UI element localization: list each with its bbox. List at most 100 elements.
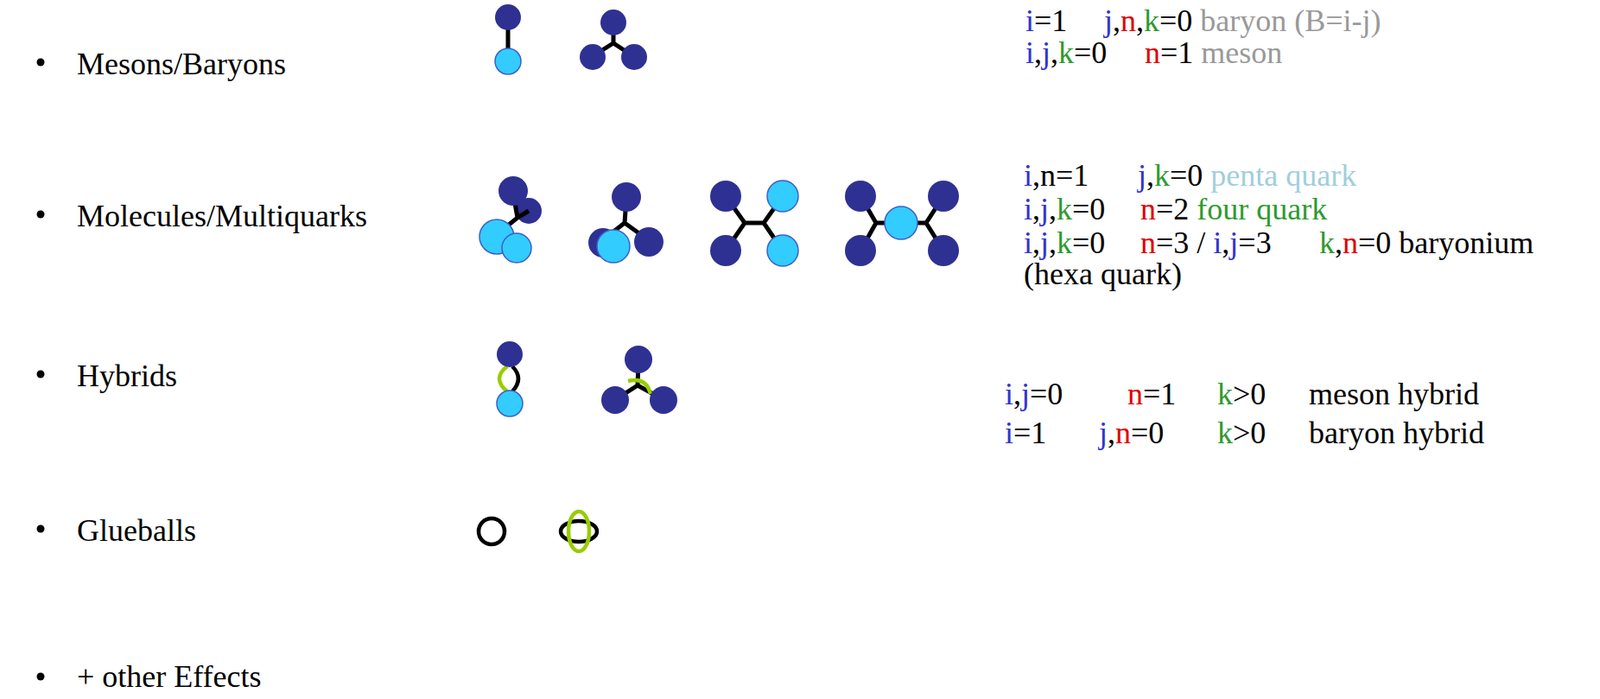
quark-dark bbox=[495, 4, 521, 31]
bullet-dot bbox=[37, 210, 45, 219]
meson-figure bbox=[495, 4, 521, 75]
formula-term: =1 bbox=[1034, 4, 1067, 38]
formula-term: ,n=1 bbox=[1032, 158, 1089, 192]
formula-line: i,j=0n=1k>0meson hybrid bbox=[1004, 377, 1480, 411]
formula-term: >0 bbox=[1232, 377, 1266, 411]
quark-dark bbox=[710, 180, 742, 212]
pentaquark-figure bbox=[479, 176, 542, 263]
formula-term: k bbox=[1056, 226, 1073, 260]
formula-term: , bbox=[1107, 416, 1116, 450]
quark-dark bbox=[600, 9, 627, 36]
row-title: Mesons/Baryons bbox=[76, 45, 286, 83]
formula-term: i bbox=[1023, 158, 1033, 192]
formula-term: =0 bbox=[1072, 226, 1105, 260]
formula-line: i=1j,n,k=0baryon (B=i-j) bbox=[1025, 4, 1382, 38]
quark-dark bbox=[649, 386, 678, 414]
category-name: Glueballs bbox=[76, 513, 197, 548]
glueball-loop bbox=[560, 520, 597, 542]
bullets bbox=[37, 58, 45, 681]
formula-term: =2 bbox=[1155, 192, 1189, 226]
formula-term: , bbox=[1048, 226, 1057, 260]
quark-dark bbox=[710, 234, 742, 267]
row-title: Hybrids bbox=[76, 357, 178, 394]
formula-line: i=1j,n=0k>0baryon hybrid bbox=[1004, 416, 1485, 450]
bullet-dot bbox=[37, 525, 45, 534]
formula-term: baryonium bbox=[1398, 226, 1534, 260]
formula-term: =0 bbox=[1169, 158, 1203, 192]
quark-dark bbox=[498, 176, 528, 206]
formula-term: i bbox=[1004, 416, 1014, 450]
formula-term: baryon hybrid bbox=[1308, 416, 1485, 450]
quark-dark bbox=[844, 180, 877, 212]
formula-term: n bbox=[1144, 36, 1161, 70]
meson-hybrid-figure bbox=[496, 341, 523, 417]
formula-term: i bbox=[1023, 226, 1033, 260]
formula-term: , bbox=[1034, 36, 1042, 70]
formula-line: (hexa quark) bbox=[1023, 257, 1182, 291]
formula-term: meson hybrid bbox=[1308, 377, 1480, 411]
formula-term: =0 bbox=[1072, 192, 1105, 226]
formula-term: meson bbox=[1200, 36, 1283, 70]
gluon-loop bbox=[499, 366, 508, 392]
formula-term: j bbox=[1041, 36, 1051, 70]
formula-term: k bbox=[1319, 226, 1335, 260]
formula-term: n bbox=[1140, 226, 1156, 260]
row-title: + other Effects bbox=[76, 658, 262, 695]
formula-term: j bbox=[1021, 377, 1030, 411]
formula-term: n bbox=[1115, 416, 1131, 450]
formula-term: , bbox=[1032, 192, 1041, 226]
quark-dark bbox=[611, 182, 642, 212]
formula-term: =3 bbox=[1238, 226, 1271, 260]
formula-term: j bbox=[1040, 226, 1049, 260]
formula-term: =0 bbox=[1358, 226, 1391, 260]
formula-term: , bbox=[1221, 226, 1230, 260]
quark-light bbox=[496, 390, 523, 417]
formula-line: i,j,k=0n=2four quark bbox=[1023, 192, 1327, 226]
formula-term: , bbox=[1013, 377, 1022, 411]
quark-dark bbox=[601, 386, 629, 414]
quark-light bbox=[884, 206, 918, 240]
bullet-dot bbox=[37, 58, 45, 67]
color-string bbox=[512, 366, 519, 392]
formula-term: =0 bbox=[1029, 377, 1063, 411]
gluon-loop bbox=[628, 380, 651, 394]
formula-term: baryon (B=i-j) bbox=[1200, 4, 1381, 38]
formula-term: =0 bbox=[1159, 4, 1193, 38]
formula-term: , bbox=[1334, 226, 1343, 260]
quark-dark bbox=[634, 227, 664, 257]
quark-light bbox=[767, 234, 799, 267]
category-name: Mesons/Baryons bbox=[76, 46, 286, 82]
formula-term: k bbox=[1217, 377, 1233, 411]
quark-light bbox=[596, 229, 630, 263]
formula-term: i bbox=[1023, 192, 1033, 226]
formula-term: four quark bbox=[1196, 192, 1327, 226]
formula-term: , bbox=[1136, 4, 1144, 38]
quark-dark bbox=[844, 234, 877, 267]
baryonium-cluster-figure bbox=[588, 182, 664, 263]
formula-term: n bbox=[1342, 226, 1359, 260]
formula-term: i bbox=[1025, 36, 1035, 70]
quark-light bbox=[495, 48, 521, 75]
baryon-hybrid-figure bbox=[601, 345, 678, 414]
formula-term: j bbox=[1137, 158, 1147, 192]
quark-dark bbox=[579, 44, 606, 70]
quark-dark bbox=[927, 234, 959, 267]
formula-term: j bbox=[1040, 192, 1049, 226]
formula-line: i,n=1j,k=0penta quark bbox=[1023, 158, 1357, 192]
formula-term: , bbox=[1050, 36, 1059, 70]
row-title: Glueballs bbox=[76, 512, 197, 549]
gluon-loop bbox=[568, 511, 590, 552]
formula-term: , bbox=[1112, 4, 1121, 38]
formula-term: , bbox=[1146, 158, 1155, 192]
formula-term: n bbox=[1127, 377, 1143, 411]
formula-term: =1 bbox=[1142, 377, 1176, 411]
formula-term: k bbox=[1143, 4, 1160, 38]
glueball-figures bbox=[478, 511, 597, 552]
formula-term: =0 bbox=[1130, 416, 1164, 450]
row-title: Molecules/Multiquarks bbox=[76, 197, 368, 235]
category-name: + other Effects bbox=[76, 659, 262, 694]
formula-line: i,j,k=0n=1meson bbox=[1025, 36, 1283, 70]
formula-term: k bbox=[1154, 158, 1170, 192]
